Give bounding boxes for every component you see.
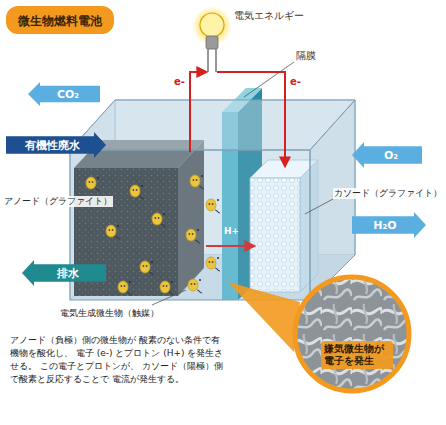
microbe-label: 電気生成微生物（触媒） [60,308,159,319]
tank-right-wall [310,100,355,300]
cathode-label: カソード（グラファイト） [333,188,443,199]
title-text: 微生物燃料電池 [18,14,102,28]
micrograph-circle: 嫌気微生物が 電子を発生 [292,274,412,394]
callout-label: 嫌気微生物が 電子を発生 [321,341,393,369]
anode-label: アノード（グラファイト） [3,196,113,207]
electron-path [217,72,285,166]
micrograph [295,277,409,391]
light-bulb [200,13,224,37]
outflow-arrow: 排水 [22,260,106,286]
arrow-body [352,142,422,168]
inflow-arrow: 有機性廃水 [6,132,106,158]
o2-arrow: O₂ [352,142,422,168]
title-badge: 微生物燃料電池 [6,6,114,34]
co2-arrow: CO₂ [28,82,100,106]
arrow-label: 有機性廃水 [25,140,80,151]
leader-line [305,199,333,214]
arrow-body [352,212,426,238]
callout-wedge [228,282,300,352]
arrow-body [6,132,106,158]
electron-label: e- [174,76,185,89]
membrane-label: 隔膜 [296,50,316,62]
wire [207,49,209,72]
arrow-label: CO₂ [57,89,79,100]
electron-path [190,72,206,152]
arrow-label: O₂ [384,150,398,161]
arrow-body [28,82,100,106]
leader-line [244,62,294,97]
arrow-label: H₂O [373,220,396,231]
h2o-arrow: H₂O [352,212,426,238]
wire [215,49,217,72]
bulb-base [206,36,218,49]
tank-top [70,100,355,150]
leader-line [152,290,186,305]
proton-label: H+ [224,226,239,237]
energy-label: 電気エネルギー [234,10,304,22]
tank-front-wall [70,150,310,300]
note-text: アノード（負極）側の微生物が 酸素のない条件で有機物を酸化し、 電子 (e-) … [10,334,225,386]
circle-outline [292,274,412,394]
arrow-label: 排水 [57,268,79,279]
arrow-body [22,260,106,286]
electron-label: e- [290,76,301,89]
